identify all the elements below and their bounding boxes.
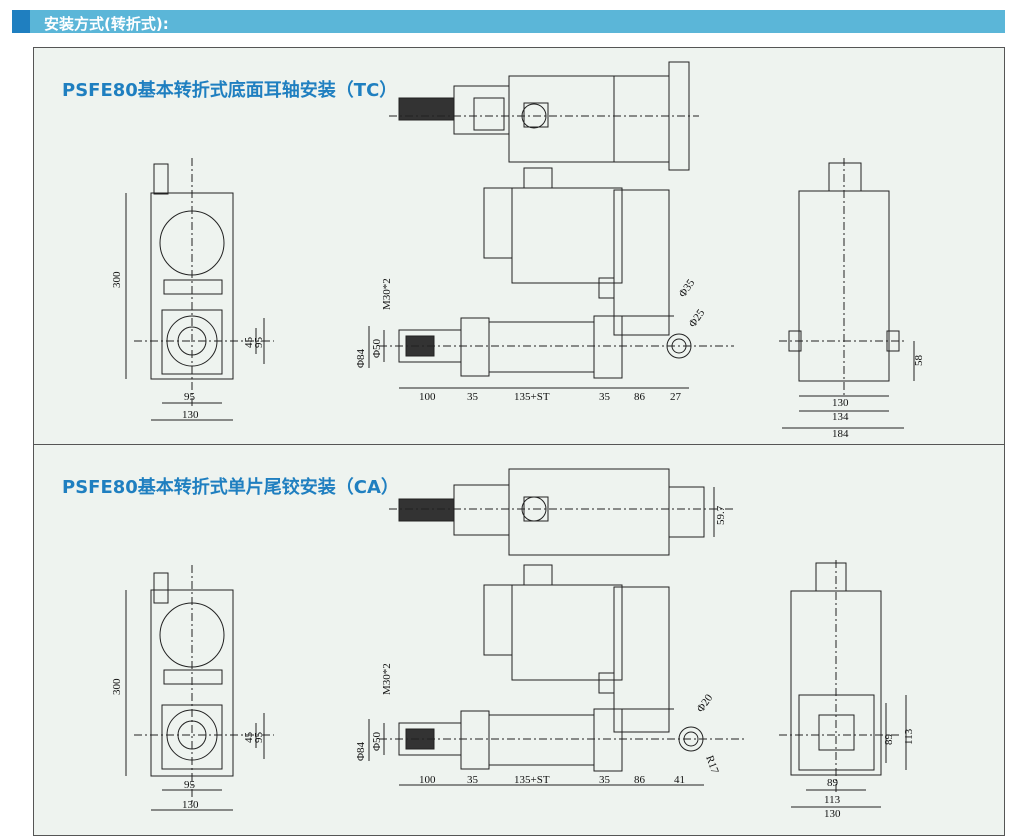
tc-front-view (125, 158, 274, 421)
dim-27: 27 (670, 391, 682, 403)
panel-tc-title: PSFE80基本转折式底面耳轴安装（TC） (62, 80, 398, 101)
dim-130: 130 (182, 409, 199, 421)
dim-r17: R17 (703, 754, 721, 776)
dim-86: 86 (634, 774, 646, 786)
ca-top-view (389, 468, 734, 556)
dim-35a: 35 (467, 774, 479, 786)
ca-front-view (125, 565, 274, 811)
dim-135: 135+ST (514, 391, 550, 403)
header-title: 安装方式(转折式): (44, 15, 169, 33)
ca-right-view (779, 560, 907, 808)
dim-r113h: 113 (903, 728, 915, 745)
tc-side-view (368, 167, 734, 389)
dim-45: 45 (243, 732, 255, 744)
panel-ca-title: PSFE80基本转折式单片尾铰安装（CA） (62, 477, 399, 498)
dim-50: Φ50 (371, 731, 383, 751)
panel-tc: PSFE80基本转折式底面耳轴安装（TC） (33, 47, 1005, 445)
dim-300: 300 (111, 271, 123, 288)
panel-ca: PSFE80基本转折式单片尾铰安装（CA） (33, 444, 1005, 836)
dim-phi20: Φ20 (695, 692, 716, 715)
dim-m30: M30*2 (381, 278, 393, 310)
dim-phi25: Φ25 (687, 307, 708, 330)
section-header: 安装方式(转折式): (12, 10, 1005, 33)
dim-r184: 184 (832, 428, 849, 440)
ca-drawing: 300 95 130 45 95 Φ84 Φ50 M30*2 100 35 13… (111, 468, 915, 820)
dim-95v: 95 (253, 732, 265, 744)
dim-35b: 35 (599, 391, 611, 403)
dim-r134: 134 (832, 411, 849, 423)
tc-top-view (389, 61, 699, 171)
dim-84: Φ84 (355, 741, 367, 761)
dim-100: 100 (419, 774, 436, 786)
dim-r58: 58 (913, 355, 925, 367)
dim-50: Φ50 (371, 338, 383, 358)
dim-35a: 35 (467, 391, 479, 403)
dim-100: 100 (419, 391, 436, 403)
dim-m30: M30*2 (381, 663, 393, 695)
dim-135: 135+ST (514, 774, 550, 786)
dim-597: 59.7 (715, 505, 727, 525)
dim-35b: 35 (599, 774, 611, 786)
header-marker (12, 10, 30, 33)
tc-drawing: 300 95 130 45 95 Φ84 Φ50 M30*2 100 35 13… (111, 61, 925, 440)
dim-130: 130 (182, 799, 199, 811)
dim-95: 95 (184, 779, 196, 791)
dim-phi35: Φ35 (677, 277, 698, 300)
dim-84: Φ84 (355, 348, 367, 368)
tc-right-view (779, 158, 915, 429)
dim-86: 86 (634, 391, 646, 403)
dim-41: 41 (674, 774, 685, 786)
dim-r89v: 89 (827, 777, 839, 789)
dim-r130: 130 (832, 397, 849, 409)
dim-r113v: 113 (824, 794, 841, 806)
dim-95v: 95 (253, 337, 265, 349)
dim-r89h: 89 (883, 734, 895, 746)
dim-r130: 130 (824, 808, 841, 820)
dim-300: 300 (111, 678, 123, 695)
dim-45: 45 (243, 337, 255, 349)
ca-side-view (368, 564, 744, 786)
dim-95: 95 (184, 391, 196, 403)
